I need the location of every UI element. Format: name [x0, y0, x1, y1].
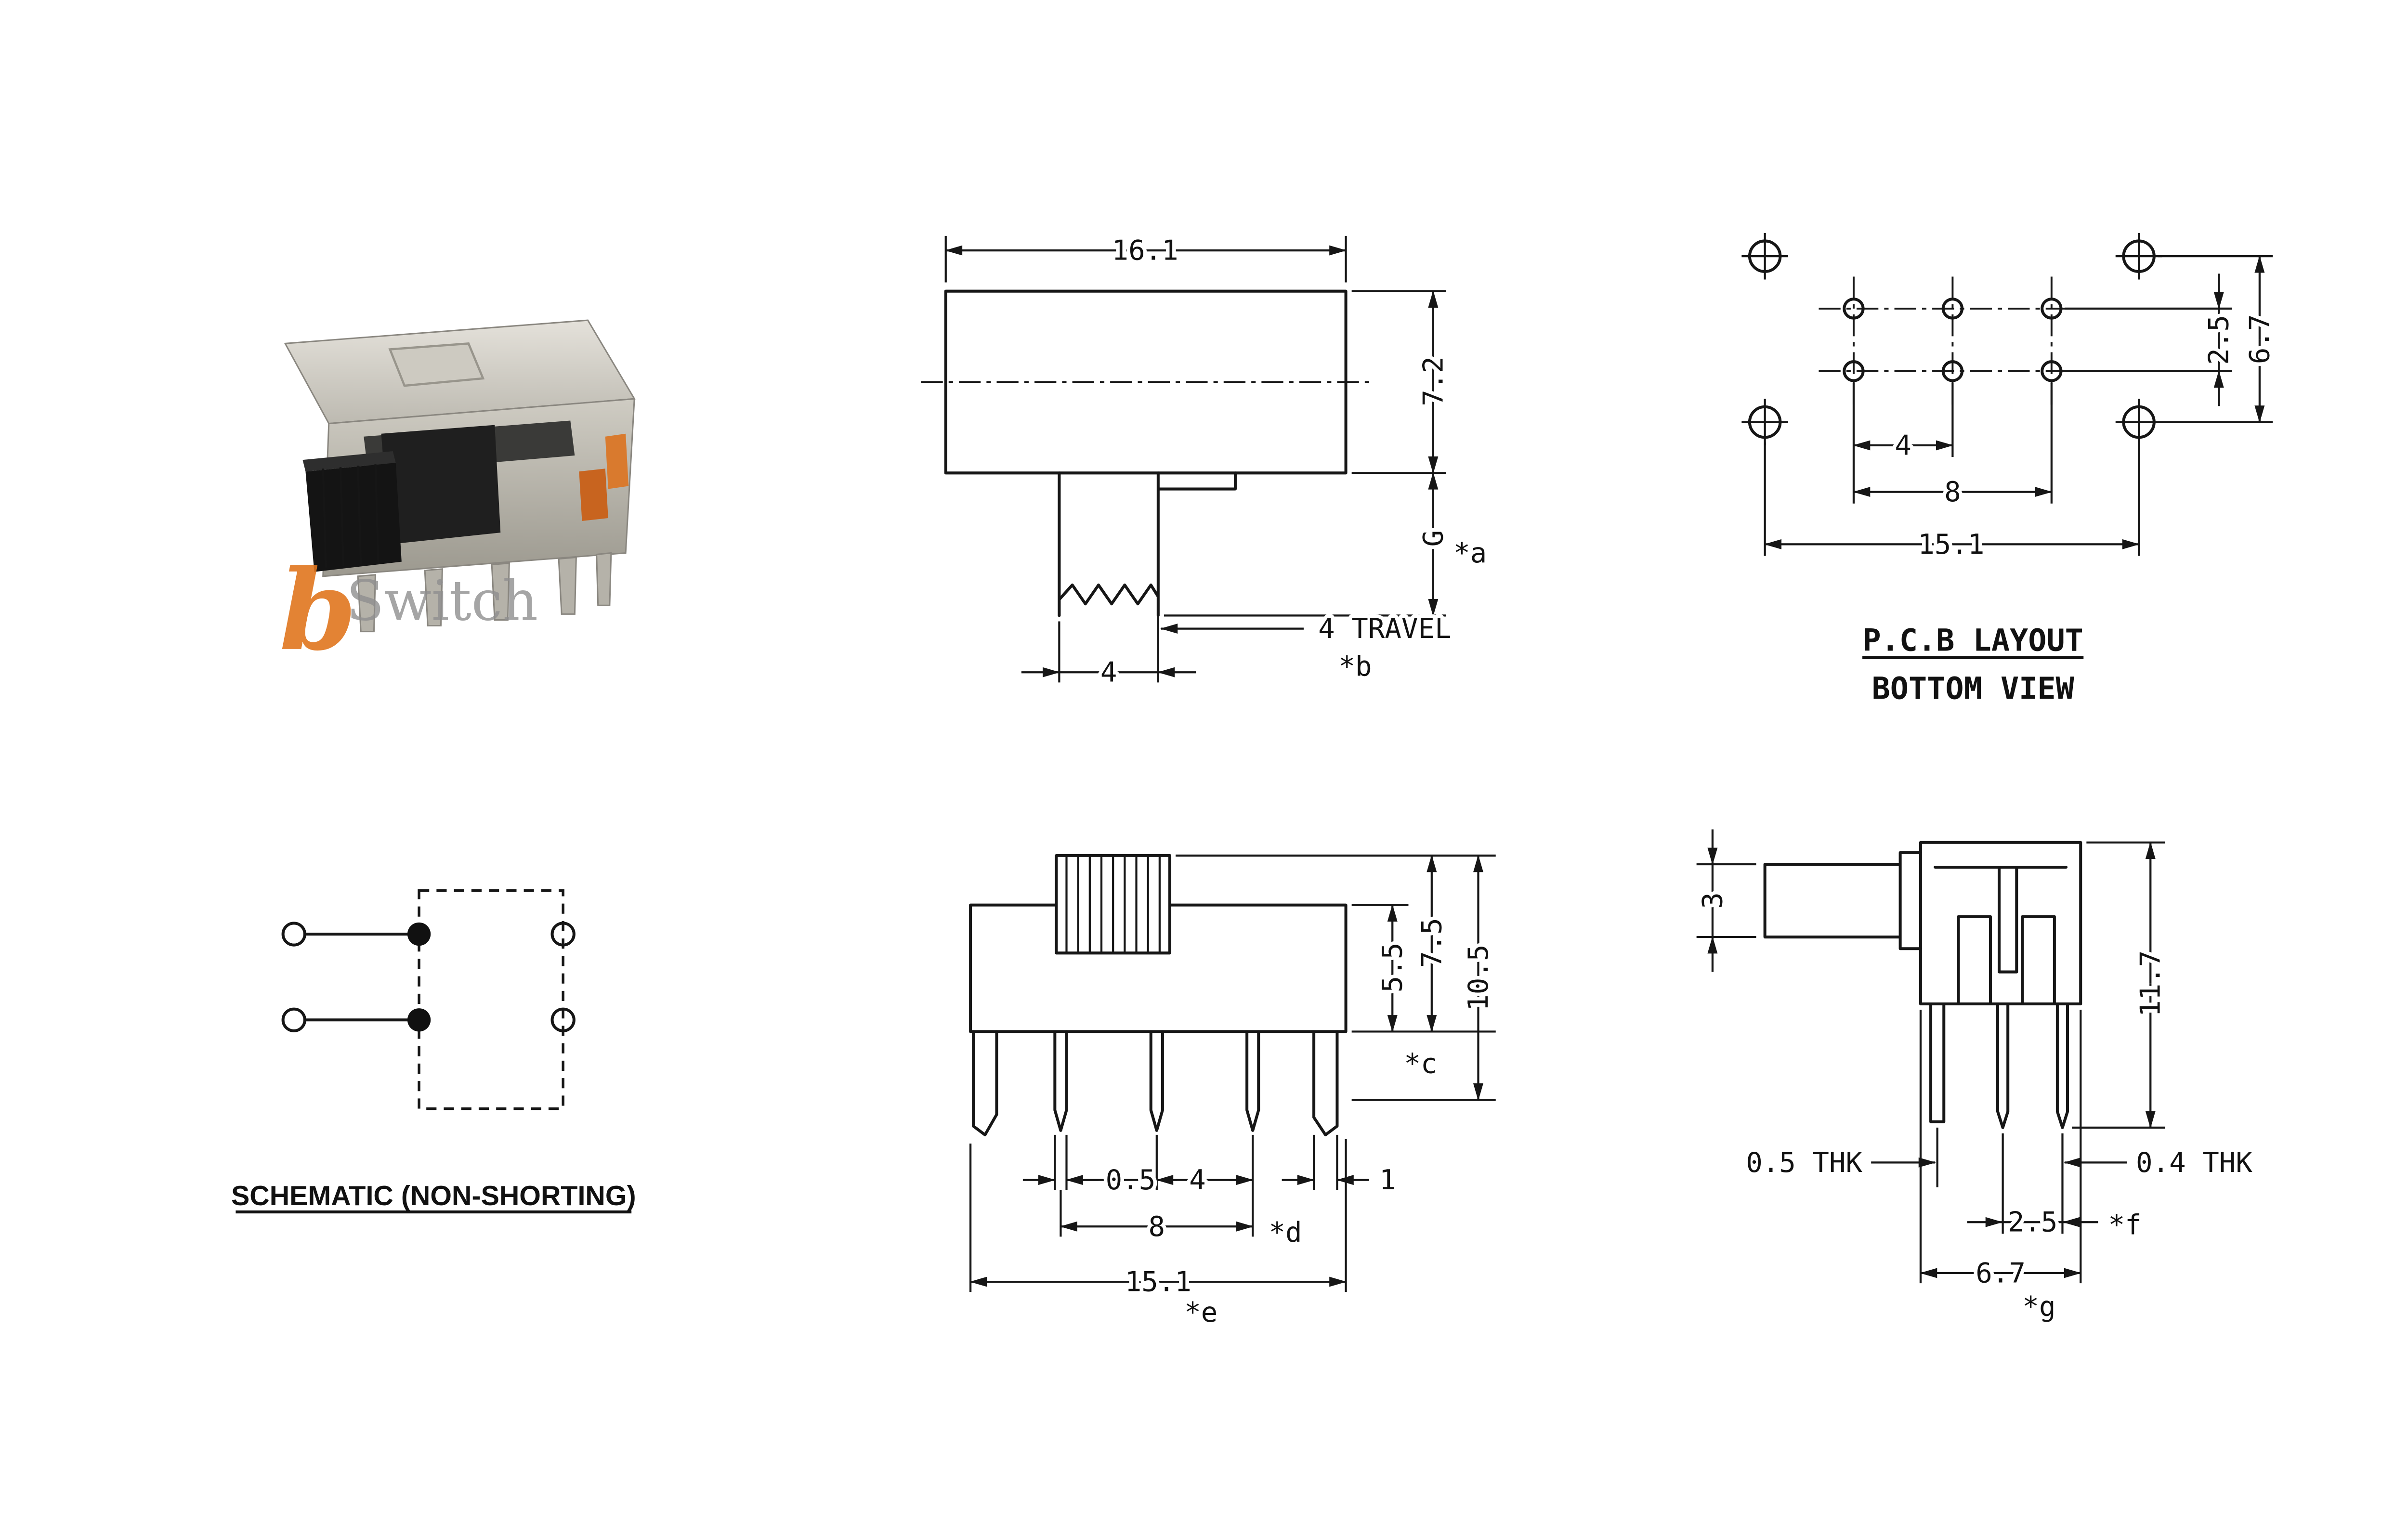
dim-pin-width-label: 0.5: [1106, 1164, 1156, 1196]
dim-total-height-label: 11.7: [2134, 950, 2167, 1017]
photo-knob-top-bevel: [302, 451, 396, 472]
note-g-label: *g: [2022, 1290, 2055, 1323]
actuator-hatching: [1065, 855, 1161, 953]
terminal-pin: [2055, 1002, 2069, 1129]
schematic-terminal-common: [407, 1008, 431, 1032]
body-outline: [969, 854, 1348, 1033]
photo-pin: [491, 562, 510, 621]
dim-g-label: G: [1417, 530, 1449, 547]
dim-body-height-label: 5.5: [1376, 943, 1409, 993]
brand-logo-text: Switch: [346, 569, 538, 633]
note-c-label: *c: [1404, 1047, 1437, 1080]
note-a-label: *a: [1453, 537, 1487, 569]
mount-hole-crosshairs: [1741, 233, 2162, 445]
extension-lines: [969, 854, 1496, 1292]
terminal-pin: [1053, 1030, 1068, 1132]
actuator-outline: [1058, 471, 1237, 617]
photo-knob-base: [381, 425, 501, 545]
center-lines: [1819, 276, 2101, 405]
schematic-terminal-open: [550, 1007, 576, 1032]
dim-knob-height-label: 7.5: [1415, 918, 1448, 968]
extension-lines: [944, 235, 1447, 683]
thickness-right-label: 0.4 THK: [2136, 1146, 2252, 1179]
note-f-label: *f: [2108, 1209, 2142, 1241]
body-outline: [1919, 841, 2082, 1006]
photo-orange-contact: [605, 433, 629, 489]
dim-pin-span-label: 8: [1149, 1210, 1165, 1243]
terminal-pin: [1149, 1030, 1164, 1132]
dim-total-height-label: 10.5: [1462, 945, 1494, 1011]
thickness-left-label: 0.5 THK: [1746, 1146, 1862, 1179]
dim-hole-span-label: 15.1: [1918, 528, 1984, 560]
view-front-pins: 0.5 4 1 8 *d 15.1 *e 5.5 7.5 10.5 *c: [969, 854, 1498, 1332]
extension-lines: [1764, 255, 2273, 556]
product-photo: b Switch: [279, 319, 636, 676]
dim-depth-label: 6.7: [1976, 1257, 2026, 1289]
photo-top-marking: [388, 342, 485, 387]
schematic-terminal-open: [281, 922, 306, 947]
dim-pin-pitch-label: 4: [1189, 1164, 1206, 1196]
terminal-pin: [1996, 1002, 2010, 1129]
dim-height-label: 7.2: [1417, 356, 1449, 406]
photo-pin: [357, 574, 377, 633]
photo-pin: [596, 552, 612, 606]
note-b-label: *b: [1338, 650, 1372, 683]
dim-body-width-label: 15.1: [1125, 1266, 1191, 1298]
dim-row-pitch-label: 2.5: [2203, 315, 2235, 365]
dim-pin-pitch-label: 4: [1895, 429, 1911, 461]
schematic-terminal-open: [550, 922, 576, 947]
schematic-view: SCHEMATIC (NON-SHORTING): [231, 889, 636, 1214]
note-d-label: *d: [1269, 1216, 1302, 1249]
pcb-layout-title: P.C.B LAYOUT: [1863, 623, 2083, 658]
dim-pin-span-label: 8: [1944, 476, 1961, 508]
schematic-label: SCHEMATIC (NON-SHORTING): [231, 1181, 636, 1211]
mount-bracket-left: [972, 1030, 998, 1136]
extension-lines: [1696, 841, 2165, 1284]
dim-bracket-width-label: 1: [1379, 1164, 1396, 1196]
view-pcb-layout: 2.5 6.7 4 8 15.1 P.C.B LAYOUT BOTTOM VIE…: [1741, 233, 2279, 706]
photo-pin: [558, 556, 577, 615]
travel-label: 4 TRAVEL: [1318, 612, 1451, 645]
mount-bracket-pin: [1929, 1002, 1946, 1123]
schematic-terminal-common: [407, 922, 431, 946]
brand-logo-b: b: [279, 546, 357, 676]
photo-orange-contact: [579, 468, 608, 521]
dim-knob-width-label: 4: [1100, 656, 1117, 689]
terminal-pin: [1245, 1030, 1260, 1132]
actuator-outline: [1763, 851, 1922, 950]
view-side: 3 11.7 0.5 THK 0.4 THK 2.5 *f 6.7 *g: [1693, 829, 2256, 1326]
view-front-top: 16.1 7.2 G *a 4 TRAVEL *b 4: [921, 231, 1491, 692]
photo-knob-ridges: [322, 464, 380, 568]
mount-bracket-right: [1312, 1030, 1339, 1136]
photo-pin: [424, 568, 443, 627]
dim-knob-height-label: 3: [1696, 892, 1728, 909]
dim-hole-row-pitch-label: 6.7: [2243, 314, 2276, 364]
pcb-layout-subtitle: BOTTOM VIEW: [1872, 670, 2075, 706]
note-e-label: *e: [1184, 1296, 1217, 1328]
schematic-terminal-open: [281, 1007, 306, 1032]
dim-row-pitch-label: 2.5: [2008, 1206, 2058, 1238]
schematic-wires: [303, 932, 409, 1022]
schematic-dashed-box: [418, 889, 564, 1110]
dim-width-label: 16.1: [1112, 234, 1178, 267]
